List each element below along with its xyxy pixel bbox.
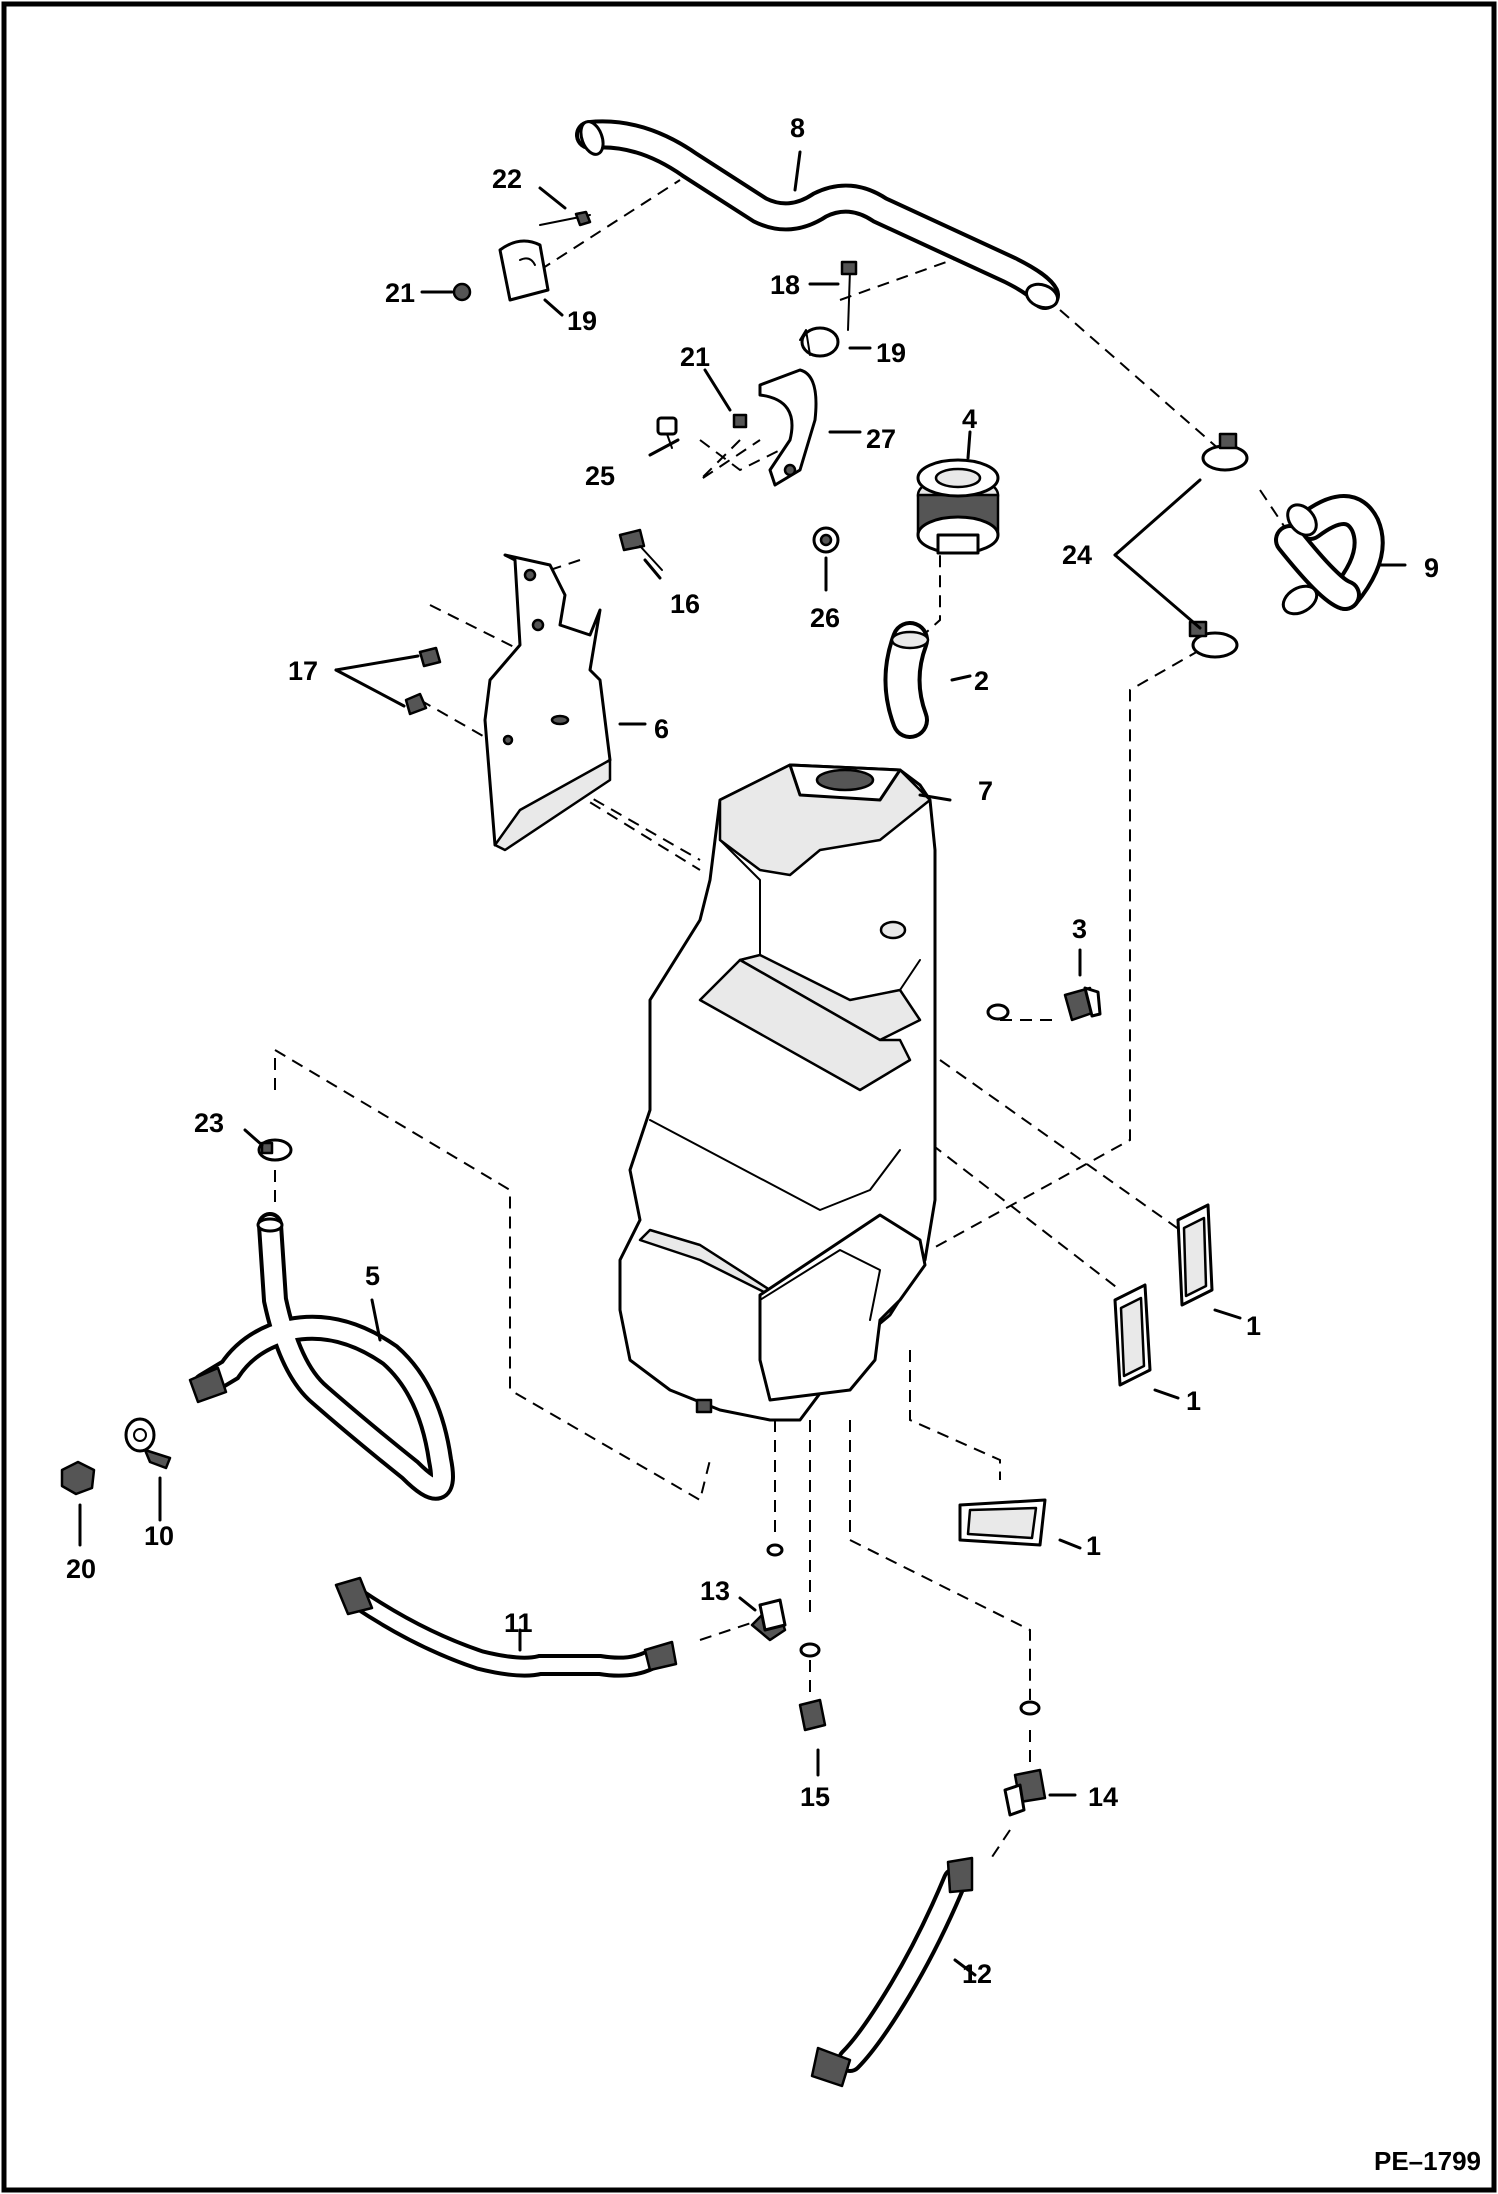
filler-cap xyxy=(916,458,1000,555)
hose-elbow xyxy=(1274,494,1385,616)
callout-3: 3 xyxy=(1072,914,1087,944)
callout-21: 21 xyxy=(680,342,710,372)
callout-2: 2 xyxy=(974,666,989,696)
callout-22: 22 xyxy=(492,164,522,194)
hose-12 xyxy=(810,1856,974,2088)
callout-26: 26 xyxy=(810,603,840,633)
hose-upper xyxy=(575,119,1060,310)
hose-clamp xyxy=(1188,432,1249,659)
callout-18: 18 xyxy=(770,270,800,300)
callout-11: 11 xyxy=(504,1608,533,1638)
callout-19: 19 xyxy=(567,306,597,336)
callout-10: 10 xyxy=(144,1521,174,1551)
nut-26 xyxy=(812,526,840,554)
callout-16: 16 xyxy=(670,589,700,619)
leader-lines xyxy=(78,150,1407,1977)
hose-5 xyxy=(188,1212,455,1501)
callout-27: 27 xyxy=(866,424,896,454)
callout-1: 1 xyxy=(1186,1386,1201,1416)
callout-4: 4 xyxy=(962,404,977,434)
callout-25: 25 xyxy=(585,461,615,491)
callout-1: 1 xyxy=(1246,1311,1261,1341)
callout-20: 20 xyxy=(66,1554,96,1584)
plug-15 xyxy=(798,1642,827,1732)
callout-6: 6 xyxy=(654,714,669,744)
bolt-16 xyxy=(618,528,663,571)
callout-12: 12 xyxy=(962,1959,992,1989)
callout-19: 19 xyxy=(876,338,906,368)
callout-23: 23 xyxy=(194,1108,224,1138)
clamp-upper-left xyxy=(452,210,592,302)
callout-14: 14 xyxy=(1088,1782,1118,1812)
elbow-fitting-13 xyxy=(750,1543,787,1642)
assembly-lines xyxy=(274,179,1301,1861)
bolt-17 xyxy=(404,646,442,716)
callout-labels: 8 22 21 19 18 19 21 27 25 4 26 16 17 6 2… xyxy=(66,113,1439,1989)
plug-3 xyxy=(986,986,1102,1022)
callout-21: 21 xyxy=(385,278,415,308)
pad xyxy=(958,1203,1214,1547)
hose-11 xyxy=(334,1576,678,1678)
filler-neck-hose xyxy=(883,621,930,739)
clip-10 xyxy=(124,1417,172,1470)
document-id: PE–1799 xyxy=(1374,2146,1481,2176)
mounting-bracket xyxy=(483,553,612,852)
reservoir-tank xyxy=(618,763,937,1422)
callout-9: 9 xyxy=(1424,553,1439,583)
callout-1: 1 xyxy=(1086,1531,1101,1561)
callout-8: 8 xyxy=(790,113,805,143)
hose-clamp-23 xyxy=(257,1138,293,1162)
callout-15: 15 xyxy=(800,1782,830,1812)
callout-7: 7 xyxy=(978,776,993,806)
callout-5: 5 xyxy=(365,1261,380,1291)
callout-24: 24 xyxy=(1062,540,1092,570)
clamp-center xyxy=(732,260,858,487)
callout-13: 13 xyxy=(700,1576,730,1606)
nut-20 xyxy=(60,1460,96,1496)
callout-17: 17 xyxy=(288,656,318,686)
bolt-25 xyxy=(656,416,678,449)
elbow-fitting-14 xyxy=(1003,1700,1047,1817)
